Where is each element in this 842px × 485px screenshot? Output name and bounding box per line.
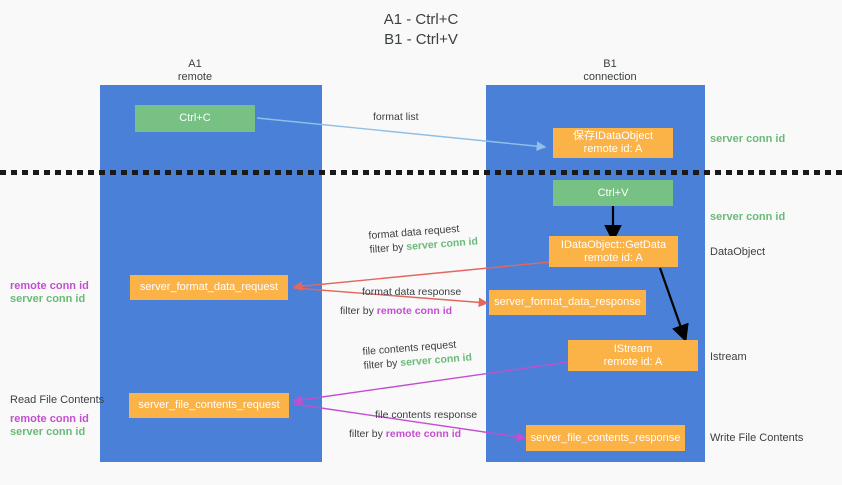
annotation-left-mid-remote-conn-id: remote conn id (10, 280, 89, 292)
arrow-file-contents-response (293, 403, 527, 442)
box-server-format-data-response-label: server_format_data_response (494, 296, 641, 308)
box-server-file-contents-request-label: server_file_contents_request (138, 399, 280, 411)
edge-label-format-list-text: format list (373, 111, 419, 123)
box-getdata-line2: remote id: A (584, 251, 643, 264)
diagram-title: A1 - Ctrl+C B1 - Ctrl+V (0, 10, 842, 50)
box-istream-line1: IStream (613, 342, 653, 355)
arrow-getdata-to-istream (658, 267, 689, 343)
annotation-left-mid-server-conn-id: server conn id (10, 293, 86, 305)
box-ctrl-c[interactable]: Ctrl+C (135, 105, 255, 132)
column-header-a1: A1 remote (110, 58, 280, 84)
column-b1-sub: connection (583, 71, 637, 83)
box-save-idataobject-line1: 保存IDataObject (572, 130, 654, 142)
arrow-file-contents-request (292, 361, 569, 405)
edge-label-format-list: format list (373, 110, 419, 124)
arrow-format-data-request (292, 261, 551, 292)
box-save-idataobject[interactable]: 保存IDataObject remote id: A (553, 128, 673, 158)
highlight-remote-conn-id: remote conn id (376, 305, 453, 317)
box-server-file-contents-response[interactable]: server_file_contents_response (526, 425, 685, 451)
box-server-format-data-request[interactable]: server_format_data_request (130, 275, 288, 300)
annotation-read-file-contents: Read File Contents (10, 394, 105, 406)
box-server-format-data-request-label: server_format_data_request (139, 281, 279, 293)
annotation-write-file-contents: Write File Contents (710, 432, 804, 444)
edge-label-format-data-response-line2: filter by remote conn id (340, 305, 453, 317)
box-ctrl-v[interactable]: Ctrl+V (553, 180, 673, 206)
annotation-istream: Istream (710, 351, 747, 363)
edge-label-file-contents-response-line2: filter by remote conn id (349, 428, 462, 440)
title-line-1: A1 - Ctrl+C (383, 11, 459, 28)
box-ctrl-c-label: Ctrl+C (179, 112, 211, 124)
title-line-2: B1 - Ctrl+V (384, 31, 458, 48)
box-save-idataobject-line2: remote id: A (583, 143, 643, 155)
highlight-remote-conn-id-2: remote conn id (385, 428, 462, 440)
annotation-left-bottom-remote-conn-id: remote conn id (10, 413, 89, 425)
box-getdata-line1: IDataObject::GetData (560, 238, 667, 251)
arrow-format-data-response (293, 287, 489, 308)
annotation-dataobject: DataObject (710, 246, 766, 258)
box-ctrl-v-label: Ctrl+V (597, 186, 629, 199)
box-server-format-data-response[interactable]: server_format_data_response (489, 290, 646, 315)
box-istream-line2: remote id: A (603, 355, 663, 368)
column-b1-name: B1 (603, 58, 617, 70)
annotation-server-conn-id-top: server conn id (710, 133, 786, 145)
arrow-format-list (256, 117, 547, 152)
box-server-file-contents-response-label: server_file_contents_response (530, 431, 681, 444)
annotation-server-conn-id-mid: server conn id (710, 211, 786, 223)
column-header-b1: B1 connection (525, 58, 695, 84)
edge-label-file-contents-response: file contents response filter by remote … (349, 408, 478, 441)
phase-divider (0, 170, 842, 175)
edge-label-format-data-response: format data response filter by remote co… (340, 285, 462, 318)
box-server-file-contents-request[interactable]: server_file_contents_request (129, 393, 289, 418)
column-a1-sub: remote (177, 71, 213, 83)
box-idataobject-getdata[interactable]: IDataObject::GetData remote id: A (549, 236, 678, 267)
edge-label-format-data-response-line1: format data response (362, 286, 462, 298)
column-a1-name: A1 (188, 58, 202, 70)
edge-label-file-contents-response-line1: file contents response (375, 409, 478, 421)
annotation-left-bottom-server-conn-id: server conn id (10, 426, 86, 438)
box-istream[interactable]: IStream remote id: A (568, 340, 698, 371)
